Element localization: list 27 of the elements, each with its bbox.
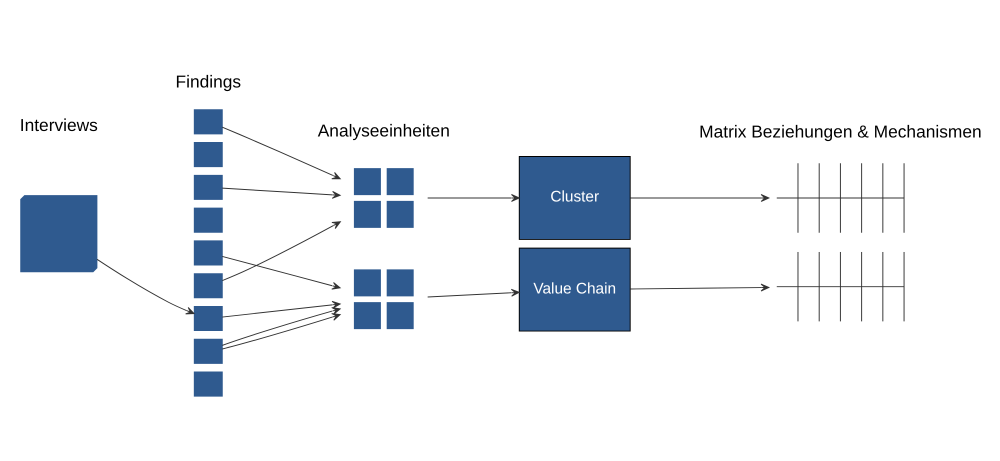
arrow (222, 312, 341, 349)
node-box (194, 338, 223, 364)
label: Interviews (20, 114, 98, 134)
arrow (630, 194, 770, 202)
node-box (194, 272, 223, 298)
arrow (427, 194, 520, 202)
arrow (222, 306, 341, 346)
node-box: Cluster (518, 156, 631, 240)
label: Findings (176, 70, 242, 91)
label: Matrix Beziehungen & Mechanismen (699, 121, 982, 142)
arrow (222, 187, 341, 198)
arrow (96, 258, 195, 314)
node-box (194, 240, 223, 265)
label: Analyseeinheiten (318, 120, 450, 140)
node-box (194, 371, 223, 396)
node-box (194, 142, 223, 167)
node-box (194, 207, 223, 232)
arrow (427, 288, 520, 298)
node-box (194, 174, 223, 200)
arrow (222, 300, 341, 318)
node-box: Value Chain (518, 247, 631, 332)
arrow (630, 283, 770, 291)
node-box (194, 305, 223, 331)
arrow (222, 255, 341, 290)
arrow (222, 126, 341, 179)
arrow (222, 220, 341, 281)
node-box (194, 108, 223, 134)
